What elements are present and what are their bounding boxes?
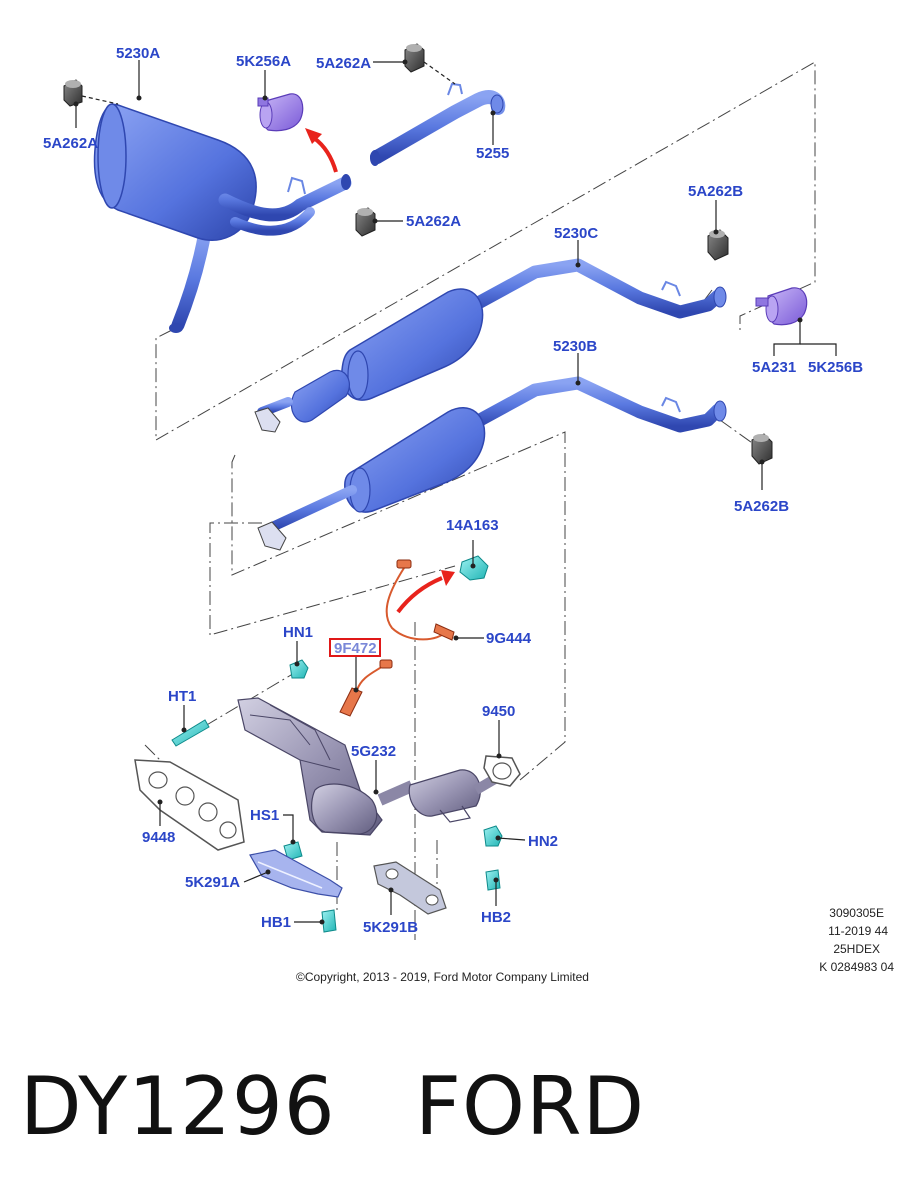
label-5A262B-top: 5A262B	[688, 183, 743, 200]
label-9450: 9450	[482, 703, 515, 720]
highlight-box-9F472	[329, 638, 381, 657]
rear-muffler-5230A	[93, 103, 352, 333]
red-arrow-lower	[396, 570, 455, 614]
reference-line-4: K 0284983 04	[819, 960, 894, 974]
manifold-gasket-9448	[134, 759, 245, 851]
exhaust-manifold-5G232	[237, 697, 503, 836]
part-labels: 5230A 5K256A 5A262A 5A262A 5255 5A262A 5…	[43, 45, 863, 936]
nut-HN2	[483, 825, 503, 847]
bolt-HB1	[321, 909, 337, 933]
centre-muffler-5230C	[254, 258, 727, 433]
label-5A262A-left: 5A262A	[43, 135, 98, 152]
label-14A163: 14A163	[446, 517, 499, 534]
label-HN1: HN1	[283, 624, 313, 641]
label-5A262B-bottom: 5A262B	[734, 498, 789, 515]
exhaust-parts-diagram: 5230A 5K256A 5A262A 5A262A 5255 5A262A 5…	[43, 43, 894, 984]
part-number-caption: DY1296 FORD	[20, 1060, 646, 1153]
rubber-insulator-5A262B-top	[707, 229, 729, 261]
oxygen-sensor-9G444	[385, 559, 455, 641]
stud-HT1	[171, 719, 210, 747]
reference-line-3: 25HDEX	[833, 942, 880, 956]
heat-shield-5K291A	[249, 849, 343, 898]
label-5230A: 5230A	[116, 45, 160, 62]
nut-HN1	[289, 659, 309, 679]
reference-line-1: 3090305E	[829, 906, 884, 920]
reference-block: 3090305E 11-2019 44 25HDEX K 0284983 04	[819, 906, 894, 974]
label-5230C: 5230C	[554, 225, 598, 242]
label-HB1: HB1	[261, 914, 291, 931]
oxygen-sensor-9F472	[339, 659, 393, 717]
label-5255: 5255	[476, 145, 509, 162]
gasket-9450	[483, 755, 521, 787]
label-HS1: HS1	[250, 807, 279, 824]
rubber-insulator-5A262A-mid	[355, 207, 376, 237]
rubber-insulator-5A262A-left	[63, 79, 119, 107]
label-HN2: HN2	[528, 833, 558, 850]
label-5K256A: 5K256A	[236, 53, 291, 70]
label-5A231: 5A231	[752, 359, 796, 376]
leader-lines	[73, 59, 837, 925]
label-5A262A-mid: 5A262A	[406, 213, 461, 230]
rubber-insulator-5A262B-bottom	[751, 433, 773, 465]
label-5230B: 5230B	[553, 338, 597, 355]
label-5G232: 5G232	[351, 743, 396, 760]
clamp-5K256A	[257, 93, 304, 132]
label-5A262A-top: 5A262A	[316, 55, 371, 72]
label-HB2: HB2	[481, 909, 511, 926]
label-5K291B: 5K291B	[363, 919, 418, 936]
reference-line-2: 11-2019 44	[828, 924, 888, 938]
centre-muffler-5230B	[257, 376, 727, 551]
copyright-notice: ©Copyright, 2013 - 2019, Ford Motor Comp…	[296, 970, 589, 984]
label-5K256B: 5K256B	[808, 359, 863, 376]
gasket-5K291B	[373, 861, 447, 915]
clamp-5K256B	[755, 287, 808, 326]
label-5K291A: 5K291A	[185, 874, 240, 891]
rubber-insulator-5A262A-top	[404, 43, 456, 85]
red-arrow-upper	[305, 128, 338, 173]
label-HT1: HT1	[168, 688, 196, 705]
label-9448: 9448	[142, 829, 175, 846]
label-9G444: 9G444	[486, 630, 532, 647]
label-9F472: 9F472	[334, 640, 377, 657]
tail-pipe-5255	[370, 82, 506, 166]
